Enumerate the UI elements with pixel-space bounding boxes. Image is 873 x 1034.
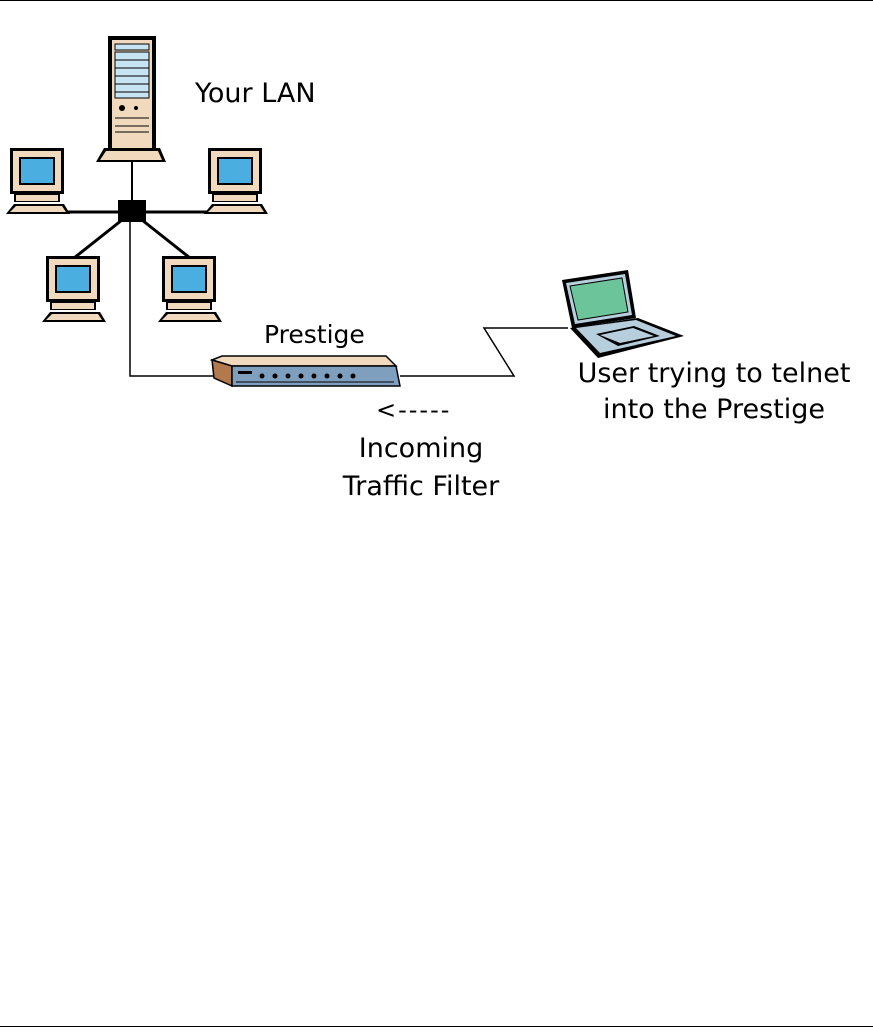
user-label-line2: into the Prestige [602,394,826,425]
router-icon [209,355,401,388]
user-label: User trying to telnet into the Prestige [556,356,872,428]
lan-label: Your LAN [195,78,316,109]
hub-icon [118,200,146,222]
desktop-computer-icon [42,256,106,322]
bottom-rule [0,1026,873,1027]
incoming-arrow-label: <----- [376,396,452,424]
desktop-computer-icon [6,148,70,214]
traffic-filter-line1: Incoming [358,433,484,464]
desktop-computer-icon [158,256,222,322]
desktop-computer-icon [204,148,268,214]
traffic-filter-label: Incoming Traffic Filter [323,430,519,506]
traffic-filter-line2: Traffic Filter [342,471,500,502]
user-label-line1: User trying to telnet [577,358,851,389]
server-icon [96,36,166,162]
laptop-icon [562,270,684,358]
prestige-label: Prestige [264,320,365,349]
top-rule [0,0,873,1]
